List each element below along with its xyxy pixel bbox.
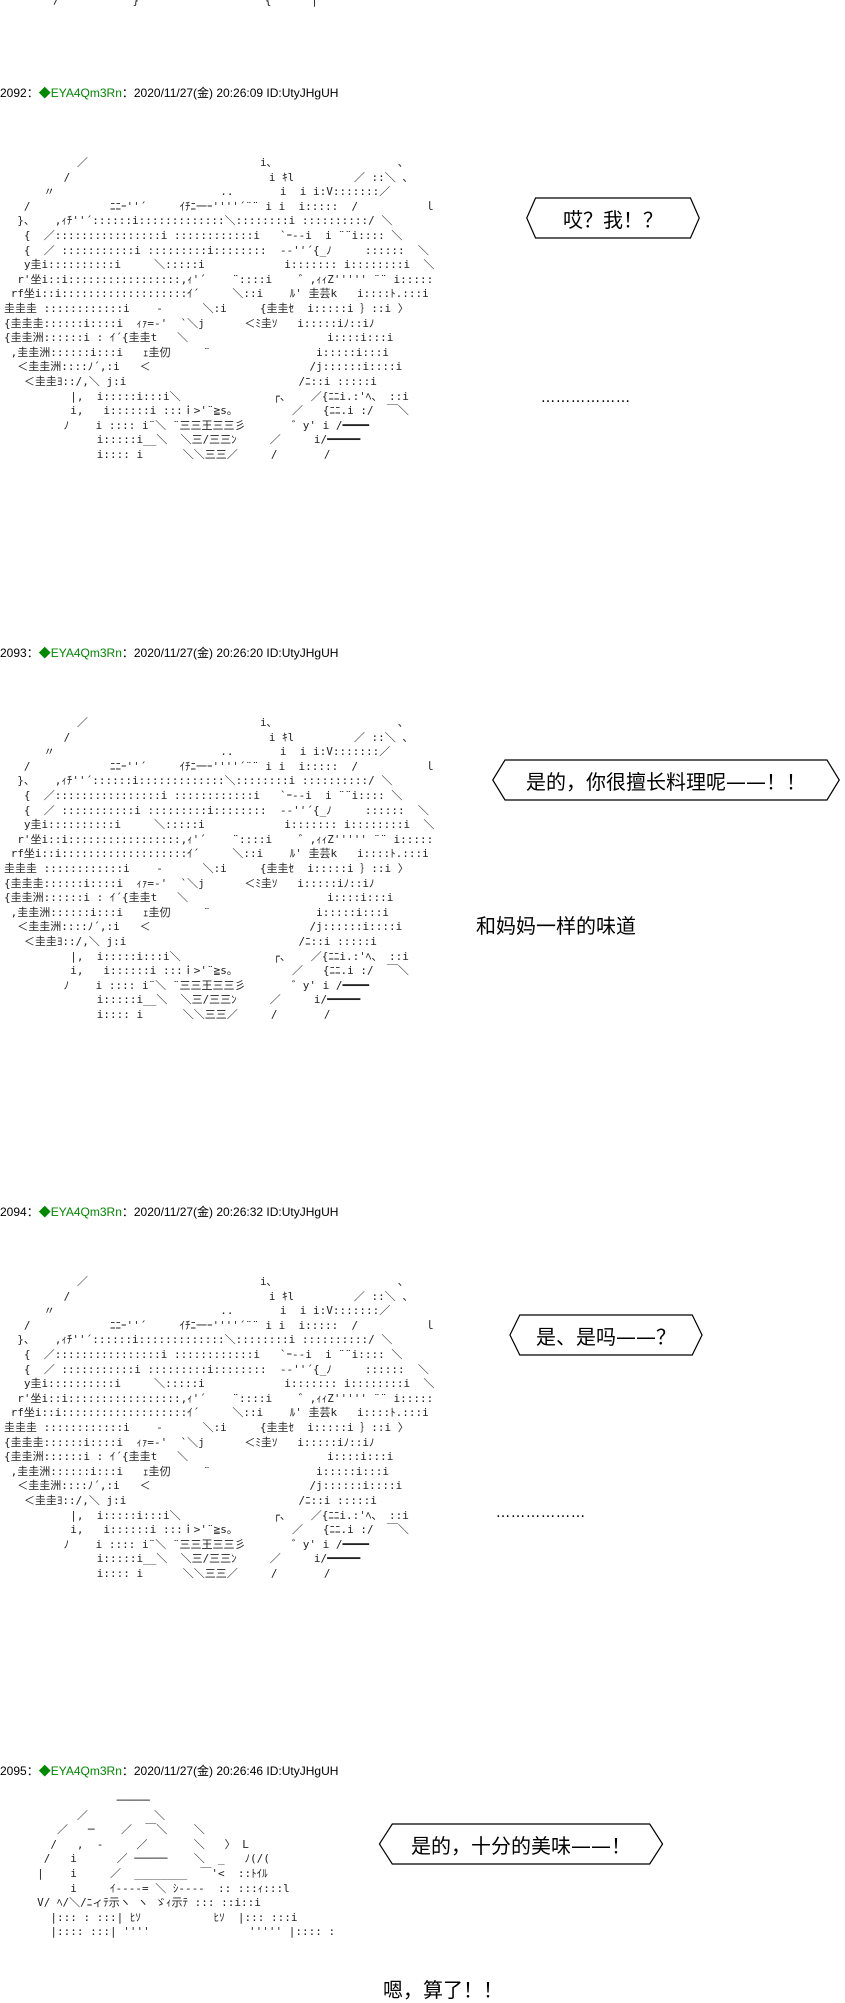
ascii-art-face: ／ i､ ､ / i ｷl ／ ::＼ 、 〃 .. i i i:V::::::… — [4, 716, 434, 1021]
post-header: 2093：◆EYA4Qm3Rn：2020/11/27(金) 20:26:20 I… — [0, 645, 338, 661]
post-number: 2095 — [0, 1764, 27, 1778]
post-trip[interactable]: EYA4Qm3Rn — [50, 1205, 122, 1219]
post-number: 2094 — [0, 1205, 27, 1219]
post-separator: ： — [26, 646, 39, 660]
ascii-art-face: ／ i､ ､ / i ｷl ／ ::＼ 、 〃 .. i i i:V::::::… — [4, 156, 434, 461]
post-separator: ： — [26, 1205, 39, 1219]
speech-bubble: 是的，你很擅长料理呢——！！ — [491, 758, 841, 802]
post-header: 2095：◆EYA4Qm3Rn：2020/11/27(金) 20:26:46 I… — [0, 1763, 338, 1779]
ellipsis-text: ……………… — [541, 390, 631, 406]
speech-bubble-outline — [525, 196, 701, 240]
trip-diamond-icon: ◆ — [38, 646, 51, 660]
speech-bubble: 哎？我！？ — [525, 196, 701, 240]
post-header: 2092：◆EYA4Qm3Rn：2020/11/27(金) 20:26:09 I… — [0, 85, 338, 101]
ascii-art-face: ／ i､ ､ / i ｷl ／ ::＼ 、 〃 .. i i i:V::::::… — [4, 1275, 434, 1580]
speech-bubble: 是、是吗——？ — [508, 1313, 704, 1357]
trip-diamond-icon: ◆ — [38, 86, 51, 100]
speech-bubble-outline — [508, 1313, 704, 1357]
post-meta: ：2020/11/27(金) 20:26:20 ID:UtyJHgUH — [121, 646, 339, 660]
post-meta: ：2020/11/27(金) 20:26:32 ID:UtyJHgUH — [121, 1205, 339, 1219]
post-trip[interactable]: EYA4Qm3Rn — [50, 1764, 122, 1778]
speech-text: 是、是吗——？ — [536, 1324, 676, 1349]
ellipsis-text: ……………… — [496, 1505, 586, 1521]
speech-bubble-outline — [491, 758, 841, 802]
post-header: 2094：◆EYA4Qm3Rn：2020/11/27(金) 20:26:32 I… — [0, 1204, 338, 1220]
post-separator: ： — [26, 86, 39, 100]
post-number: 2092 — [0, 86, 27, 100]
ascii-art-bottom: ───── ／ ＼ ／ ─ ／ ￣＼ ＼ / , - ／ ＼ 〉 L / i ／… — [37, 1794, 334, 1939]
post-meta: ：2020/11/27(金) 20:26:09 ID:UtyJHgUH — [121, 86, 339, 100]
speech-text: 是的，你很擅长料理呢——！！ — [526, 769, 806, 794]
trip-diamond-icon: ◆ — [38, 1205, 51, 1219]
post-separator: ： — [26, 1764, 39, 1778]
previous-post-art-fragment: / } { | — [0, 0, 318, 7]
post-meta: ：2020/11/27(金) 20:26:46 ID:UtyJHgUH — [121, 1764, 339, 1778]
speech-bubble-outline — [378, 1822, 664, 1866]
narration-text: 嗯，算了！！ — [383, 1978, 503, 2002]
post-trip[interactable]: EYA4Qm3Rn — [50, 646, 122, 660]
narration-text: 和妈妈一样的味道 — [476, 914, 636, 938]
trip-diamond-icon: ◆ — [38, 1764, 51, 1778]
speech-text: 哎？我！？ — [563, 207, 663, 232]
speech-bubble: 是的，十分的美味——！ — [378, 1822, 664, 1866]
post-number: 2093 — [0, 646, 27, 660]
speech-text: 是的，十分的美味——！ — [411, 1833, 631, 1858]
post-trip[interactable]: EYA4Qm3Rn — [50, 86, 122, 100]
